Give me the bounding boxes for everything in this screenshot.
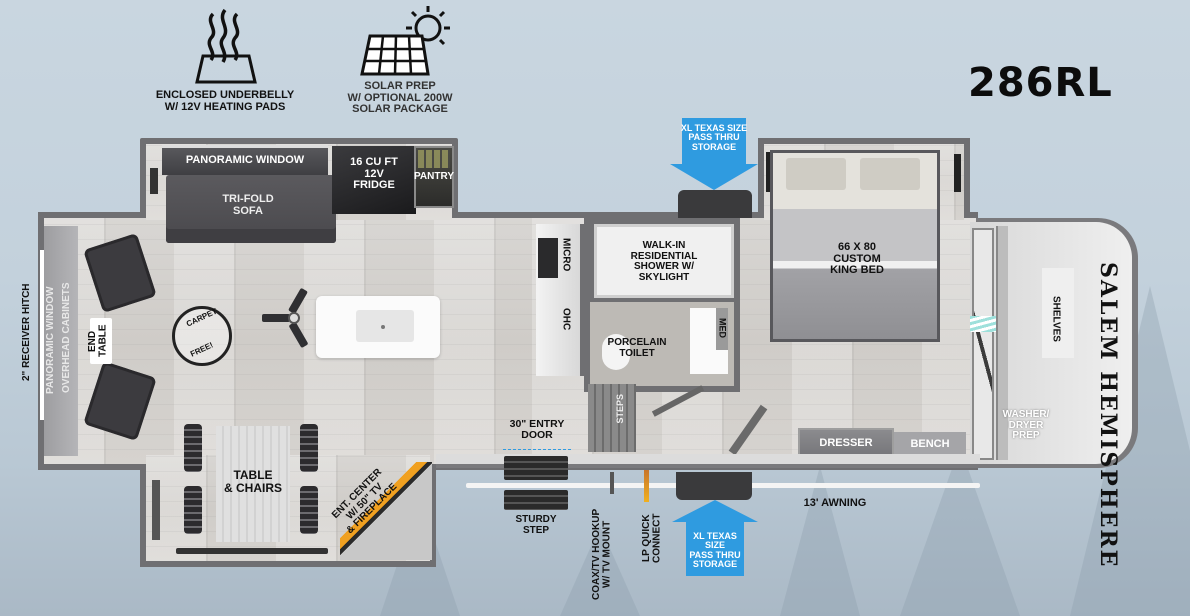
entertainment-center[interactable] xyxy=(340,462,432,560)
pantry-label: PANTRY xyxy=(414,171,454,182)
porcelain-toilet[interactable] xyxy=(602,334,630,370)
rear-panoramic-window xyxy=(40,250,44,420)
dresser-label: DRESSER xyxy=(819,437,873,449)
shower-label: WALK-IN RESIDENTIAL SHOWER W/ SKYLIGHT xyxy=(630,240,698,283)
bedroom-slide-window-left xyxy=(766,152,773,192)
micro-label: MICRO xyxy=(560,238,572,272)
pillow-right xyxy=(860,158,920,190)
coax-label: COAX/TV HOOKUP W/ TV MOUNT xyxy=(591,508,613,600)
storage-top-label: XL TEXAS SIZE PASS THRU STORAGE xyxy=(680,123,748,152)
door-side-wall xyxy=(436,454,980,468)
tri-fold-sofa[interactable] xyxy=(166,175,336,243)
storage-bottom-label: XL TEXAS SIZE PASS THRU STORAGE xyxy=(689,531,741,570)
end-table[interactable] xyxy=(90,318,112,364)
sink-drain xyxy=(381,325,385,329)
wardrobe-rod xyxy=(996,226,1008,460)
slideout-bottom-window xyxy=(176,548,328,554)
med-label: MED xyxy=(717,318,728,338)
side-window-bottom-left xyxy=(152,480,160,540)
sturdy-step[interactable] xyxy=(504,490,568,510)
lp-label: LP QUICK CONNECT xyxy=(641,513,663,563)
heating-underbelly-icon xyxy=(195,8,257,84)
feature-heating-underbelly: ENCLOSED UNDERBELLY W/ 12V HEATING PADS xyxy=(140,8,310,118)
lp-quick-connect-marker xyxy=(644,470,649,502)
model-number: 286RL xyxy=(968,60,1113,106)
tri-fold-sofa-label: TRI-FOLD SOFA xyxy=(222,193,274,217)
wardrobe-doors[interactable] xyxy=(972,228,994,460)
steps[interactable] xyxy=(588,384,636,452)
walk-in-shower[interactable] xyxy=(594,224,734,298)
table-chairs-label: TABLE & CHAIRS xyxy=(223,468,282,495)
ceiling-fan-icon xyxy=(262,288,308,348)
storage-arrow-down-icon xyxy=(670,118,758,190)
ohc-label: OHC xyxy=(560,308,572,331)
storage-arrow-up-icon xyxy=(672,500,758,576)
wardrobe-accent xyxy=(970,316,998,332)
entry-door-dimension xyxy=(503,449,571,450)
rear-panoramic-window-label: PANORAMIC WINDOW xyxy=(45,286,56,394)
bedroom-slide-window-right xyxy=(954,154,961,192)
med-cabinet xyxy=(716,308,728,350)
receiver-hitch-label: 2" RECEIVER HITCH xyxy=(21,283,32,381)
coax-hookup-marker xyxy=(610,472,614,494)
panoramic-window-top xyxy=(162,145,328,175)
awning-label: 13' AWNING xyxy=(803,497,867,509)
dining-chair-3[interactable] xyxy=(300,424,318,472)
entry-door[interactable] xyxy=(504,456,568,480)
carpet-free-badge xyxy=(172,306,232,366)
side-window-top-left xyxy=(150,168,158,194)
fridge[interactable] xyxy=(332,146,416,214)
shelves-label: SHELVES xyxy=(1050,296,1062,342)
feature-solar-prep: SOLAR PREP W/ OPTIONAL 200W SOLAR PACKAG… xyxy=(330,4,470,119)
solar-panel-icon xyxy=(360,6,450,76)
shelves[interactable] xyxy=(1042,268,1074,358)
bench[interactable] xyxy=(894,432,966,458)
pantry-shelves xyxy=(418,150,450,168)
brand-logo: SALEM HEMISPHERE xyxy=(1095,262,1122,569)
pass-thru-storage-top[interactable] xyxy=(678,190,752,218)
steps-label: STEPS xyxy=(615,394,625,424)
dining-chair-1[interactable] xyxy=(184,424,202,472)
overhead-cabinets xyxy=(44,226,78,456)
overhead-cabinets-label: OVERHEAD CABINETS xyxy=(61,282,72,394)
sturdy-step-label: STURDY STEP xyxy=(515,514,557,536)
bench-label: BENCH xyxy=(910,438,950,450)
kitchen-sink xyxy=(356,310,414,342)
entry-door-label: 30" ENTRY DOOR xyxy=(509,418,565,442)
microwave[interactable] xyxy=(538,238,558,278)
king-bed-label: 66 X 80 CUSTOM KING BED xyxy=(830,241,884,277)
dining-chair-2[interactable] xyxy=(184,486,202,534)
end-table-label: END TABLE xyxy=(87,324,109,358)
pass-thru-storage-bottom[interactable] xyxy=(676,472,752,500)
toilet-label: PORCELAIN TOILET xyxy=(607,337,667,359)
dining-chair-4[interactable] xyxy=(300,486,318,534)
feature-heating-label: ENCLOSED UNDERBELLY W/ 12V HEATING PADS xyxy=(155,89,295,113)
pillow-left xyxy=(786,158,846,190)
washer-dryer-label: WASHER/ DRYER PREP xyxy=(1002,409,1050,441)
panoramic-window-top-label: PANORAMIC WINDOW xyxy=(185,154,305,166)
feature-solar-label: SOLAR PREP W/ OPTIONAL 200W SOLAR PACKAG… xyxy=(347,80,453,116)
fridge-label: 16 CU FT 12V FRIDGE xyxy=(350,156,398,192)
dining-table[interactable] xyxy=(216,426,290,542)
